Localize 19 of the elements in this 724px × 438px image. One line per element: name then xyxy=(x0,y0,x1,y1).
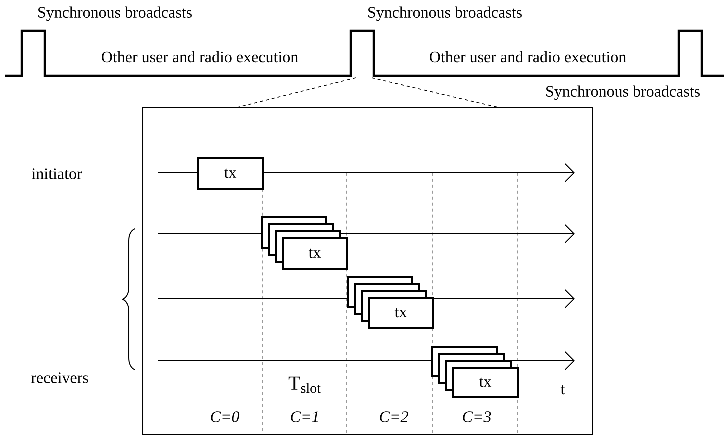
slot-label: C=3 xyxy=(463,412,492,422)
caption-text: Other user and radio execution xyxy=(102,51,298,63)
packet-stack: tx xyxy=(261,216,348,270)
slot-duration-label: T$_{slot}$ xyxy=(288,376,321,394)
caption-text: Synchronous broadcasts xyxy=(368,6,522,22)
row-label: initiator xyxy=(32,168,82,180)
node-label: tx xyxy=(308,248,322,258)
slot-label: C=2 xyxy=(380,412,408,422)
slot-label: C=1 xyxy=(291,412,318,422)
node-label: tx xyxy=(479,378,492,388)
caption-text: Synchronous broadcasts xyxy=(546,86,700,100)
caption-text: Synchronous broadcasts xyxy=(38,6,192,22)
packet-stack: tx xyxy=(431,346,519,398)
caption-text: Other user and radio execution xyxy=(430,51,626,63)
slot-label: C=0 xyxy=(211,412,240,422)
packet-stack: tx xyxy=(347,276,434,329)
packet-box: tx xyxy=(197,157,264,190)
time-label: t xyxy=(560,385,566,395)
row-label: receivers xyxy=(31,372,88,384)
